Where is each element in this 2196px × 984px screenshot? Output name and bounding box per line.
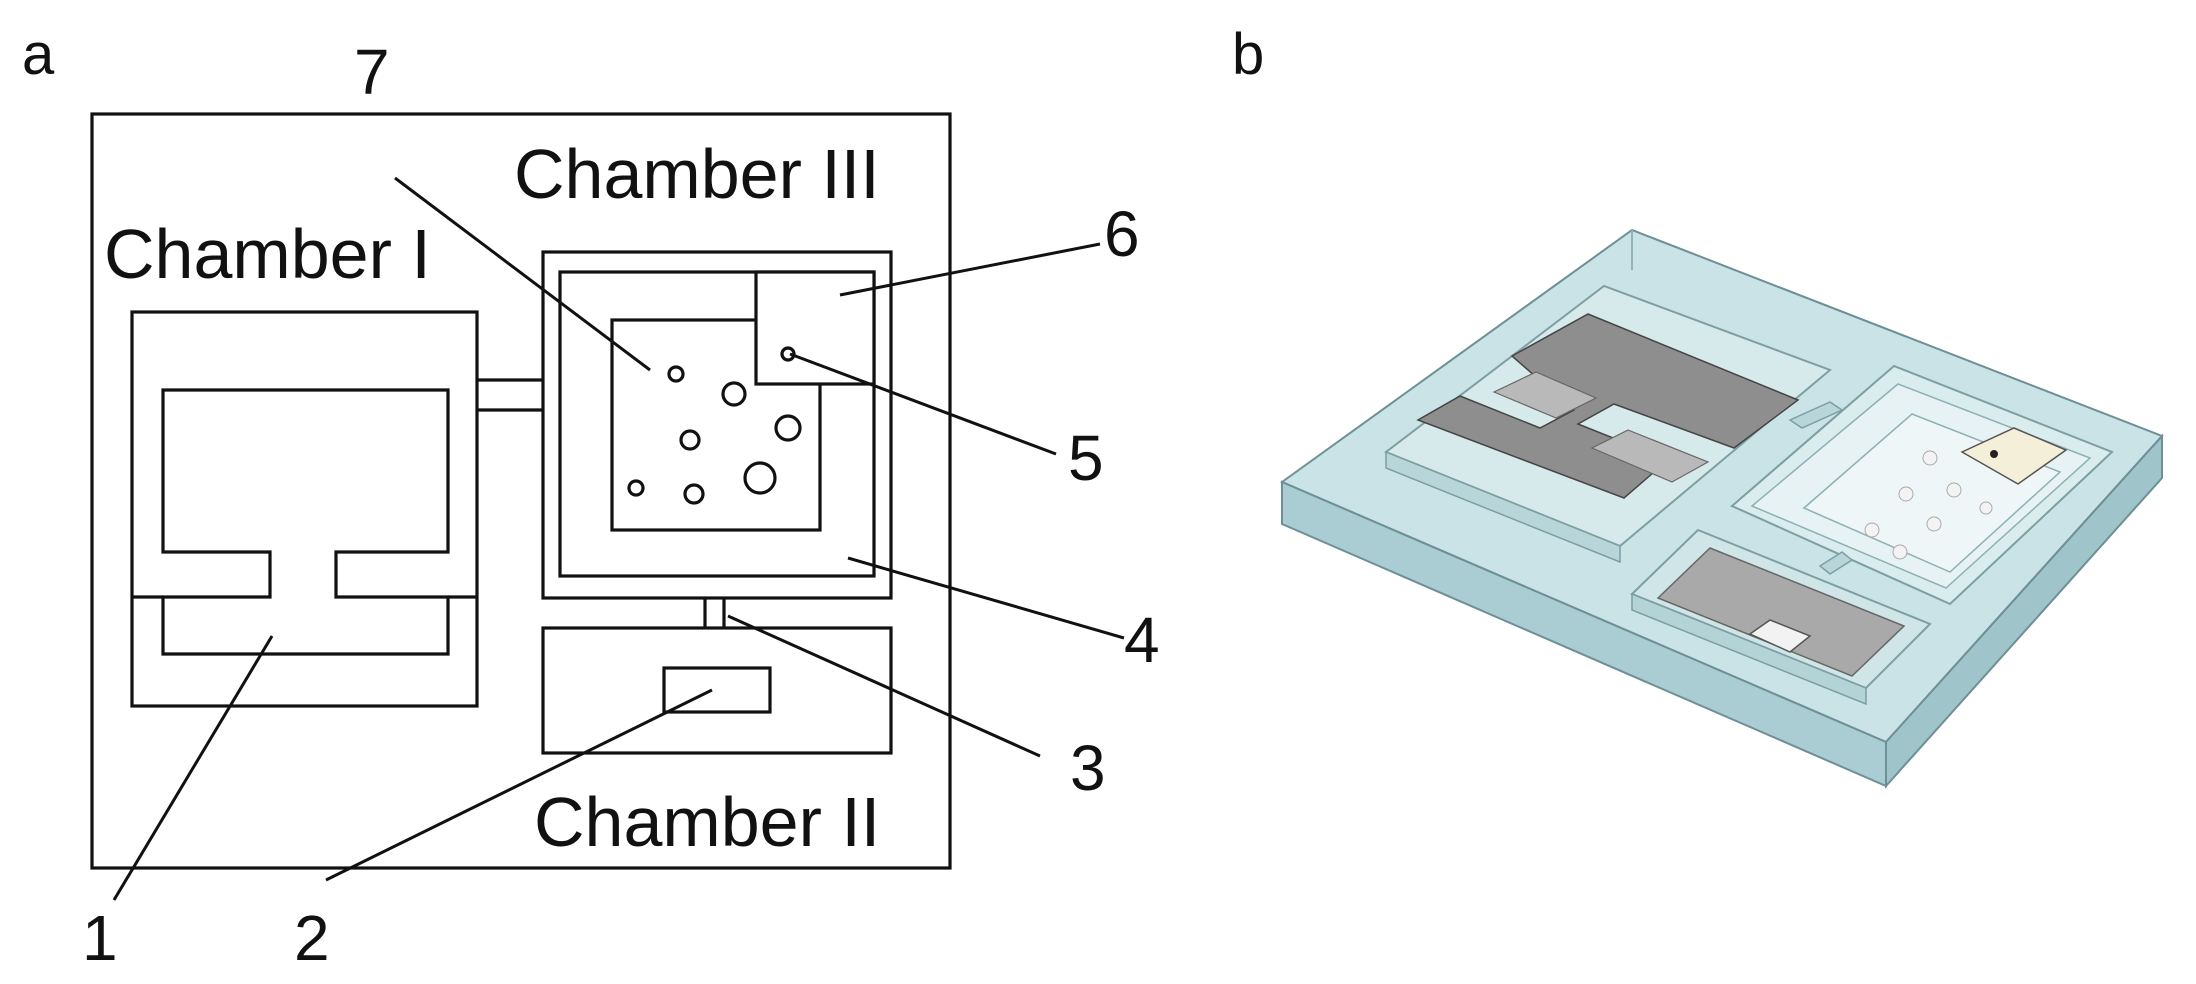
channel-i-iii-render <box>1788 401 1844 429</box>
panel-a-schematic: a <box>22 22 1160 974</box>
channel-iii-ii <box>703 598 726 628</box>
chamber-i-render <box>1383 284 1832 564</box>
chip-side-face <box>1885 433 2163 789</box>
leader-1 <box>112 635 274 901</box>
number-5: 5 <box>1068 422 1104 494</box>
channel-i-iii <box>477 378 543 412</box>
leader-4 <box>847 556 1125 640</box>
chamber-i-label: Chamber I <box>104 215 431 293</box>
chamber-ii-label: Chamber II <box>534 783 880 861</box>
chamber-iii-diagram <box>541 250 893 600</box>
chamber-i-electrode <box>161 388 450 656</box>
beads-render <box>1864 450 1993 560</box>
panel-b-render: b <box>1232 22 2164 789</box>
number-7: 7 <box>354 36 390 108</box>
leader-lines <box>112 176 1125 901</box>
chip-slab <box>1279 228 2164 789</box>
chamber-i-outer <box>130 310 479 708</box>
chamber-iii-render <box>1730 364 2114 606</box>
chamber-i-diagram <box>130 310 479 708</box>
chamber-ii-diagram <box>541 626 893 755</box>
leader-2 <box>325 688 713 882</box>
channel-iii-ii-render <box>1818 551 1854 575</box>
chamber-ii-render <box>1630 528 1932 706</box>
number-1: 1 <box>82 902 118 974</box>
chamber-iii-label: Chamber III <box>514 135 880 213</box>
leader-6 <box>839 242 1101 297</box>
number-2: 2 <box>294 902 330 974</box>
number-6: 6 <box>1104 198 1140 270</box>
panel-label-b: b <box>1232 22 1264 87</box>
leader-5 <box>789 352 1057 456</box>
chamber-ii-electrode-render <box>1748 619 1812 653</box>
beads <box>627 365 802 505</box>
reference-pad <box>754 270 876 386</box>
number-3: 3 <box>1070 732 1106 804</box>
panel-label-a: a <box>22 22 55 87</box>
reference-pad-render <box>1960 427 2068 485</box>
leader-3 <box>727 614 1041 758</box>
number-4: 4 <box>1124 604 1160 676</box>
leader-7 <box>394 176 651 372</box>
